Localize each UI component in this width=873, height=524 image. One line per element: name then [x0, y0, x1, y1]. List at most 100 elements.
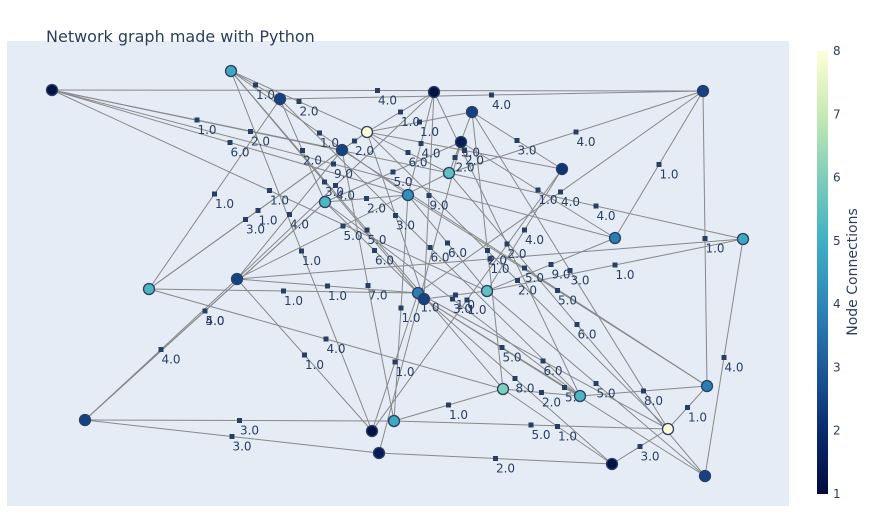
edge-weight-label: 1.0	[302, 254, 321, 268]
edge-midpoint-23	[393, 213, 398, 218]
colorbar	[817, 51, 828, 494]
edge-midpoint-67	[593, 381, 599, 386]
colorbar-title: Node Connections	[845, 208, 861, 336]
edge-midpoint-76	[237, 418, 242, 423]
edge-weight-label: 1.0	[467, 303, 486, 317]
colorbar-tick-label: 2	[833, 424, 841, 438]
edge-weight-label: 1.0	[490, 262, 509, 276]
node-6[interactable]	[454, 135, 468, 149]
node-21[interactable]	[573, 389, 587, 403]
edge-weight-label: 5.0	[367, 233, 386, 247]
colorbar-tick-label: 4	[833, 297, 841, 311]
edge-midpoint-7	[317, 130, 322, 136]
edge-midpoint-1	[227, 140, 233, 145]
node-26[interactable]	[387, 414, 401, 428]
edge-midpoint-27	[418, 141, 424, 146]
edge-midpoint-81	[392, 359, 398, 365]
node-15[interactable]	[142, 282, 156, 296]
node-27[interactable]	[365, 424, 379, 438]
edge-weight-label: 2.0	[488, 254, 507, 268]
edge-midpoint-79	[202, 308, 208, 314]
edge-weight-label: 3.0	[570, 274, 589, 288]
edge-weight-label: 1.0	[215, 197, 234, 211]
node-2[interactable]	[273, 92, 287, 106]
edge-weight-label: 3.0	[453, 302, 472, 316]
edge-midpoint-22	[462, 148, 467, 153]
edge-midpoint-48	[450, 296, 455, 302]
edge-midpoint-12	[489, 92, 494, 98]
edge-weight-label: 2.0	[367, 202, 386, 216]
node-13[interactable]	[608, 231, 622, 245]
edge-weight-label: 1.0	[456, 298, 475, 312]
node-29[interactable]	[78, 413, 92, 427]
edge-weight-label: 3.0	[517, 144, 536, 158]
edge-weight-label: 1.0	[395, 365, 414, 379]
node-9[interactable]	[401, 188, 415, 202]
edge-weight-label: 4.0	[326, 342, 345, 356]
node-7[interactable]	[465, 105, 479, 119]
edge-weight-label: 6.0	[430, 251, 449, 265]
edge-midpoint-15	[427, 245, 433, 250]
edge-weight-label: 1.0	[688, 411, 707, 425]
edge-weight-label: 9.0	[551, 268, 570, 282]
edge-weight-label: 3.0	[246, 223, 265, 237]
edge-midpoint-20	[417, 119, 422, 125]
edge-midpoint-37	[567, 268, 573, 273]
node-10[interactable]	[318, 195, 332, 209]
edge-weight-label: 9.0	[334, 167, 353, 181]
edge-midpoint-17	[287, 212, 292, 217]
node-14[interactable]	[736, 232, 750, 246]
node-11[interactable]	[555, 162, 569, 176]
edge-weight-label: 1.0	[401, 115, 420, 129]
edge-weight-label: 1.0	[615, 268, 634, 282]
edge-weight-label: 6.0	[448, 246, 467, 260]
edge-midpoint-59	[323, 336, 329, 342]
node-24[interactable]	[698, 469, 712, 483]
edge-midpoint-16	[352, 138, 357, 144]
edge-midpoint-62	[325, 283, 330, 289]
node-0[interactable]	[45, 83, 59, 97]
edge-weight-label: 1.0	[705, 242, 724, 256]
node-28[interactable]	[372, 446, 386, 460]
edge-midpoint-71	[555, 424, 560, 429]
edge-midpoint-33	[535, 187, 541, 193]
edge-midpoint-42	[340, 223, 346, 229]
node-25[interactable]	[605, 457, 619, 471]
edge-weight-label: 4.0	[525, 233, 544, 247]
edge-midpoint-69	[446, 402, 451, 408]
node-19[interactable]	[480, 284, 494, 298]
edge-midpoint-55	[487, 256, 493, 262]
edge-weight-label: 4.0	[724, 361, 743, 375]
edge-weight-label: 6.0	[375, 254, 394, 268]
node-23[interactable]	[661, 422, 675, 436]
node-8[interactable]	[442, 166, 456, 180]
node-5[interactable]	[427, 85, 441, 99]
edge-midpoint-0	[375, 88, 380, 93]
node-20[interactable]	[496, 382, 510, 396]
edge-midpoint-53	[702, 236, 708, 241]
edge-weight-label: 1.0	[659, 168, 678, 182]
node-12[interactable]	[696, 84, 710, 98]
node-18[interactable]	[417, 292, 431, 306]
edge-midpoint-78	[229, 434, 235, 439]
edge-weight-label: 2.0	[542, 396, 561, 410]
edge-midpoint-4	[331, 161, 336, 167]
node-4[interactable]	[360, 125, 374, 139]
node-1[interactable]	[224, 64, 238, 78]
edge-midpoint-57	[612, 262, 618, 268]
node-3[interactable]	[335, 143, 349, 157]
node-16[interactable]	[230, 272, 244, 286]
edge-midpoint-82	[562, 385, 567, 390]
edge-weight-label: 1.0	[420, 125, 439, 139]
node-22[interactable]	[700, 379, 714, 393]
edge-midpoint-21	[515, 278, 520, 283]
edge-midpoint-63	[540, 358, 546, 364]
edge-weight-label: 3.0	[240, 424, 259, 438]
edge-midpoint-10	[296, 99, 302, 104]
edge-weight-label: 5.0	[502, 351, 521, 365]
edge-weight-label: 2.0	[465, 154, 484, 168]
edge-weight-label: 5.0	[393, 175, 412, 189]
colorbar-tick-label: 6	[833, 171, 841, 185]
edge-weight-label: 3.0	[396, 219, 415, 233]
